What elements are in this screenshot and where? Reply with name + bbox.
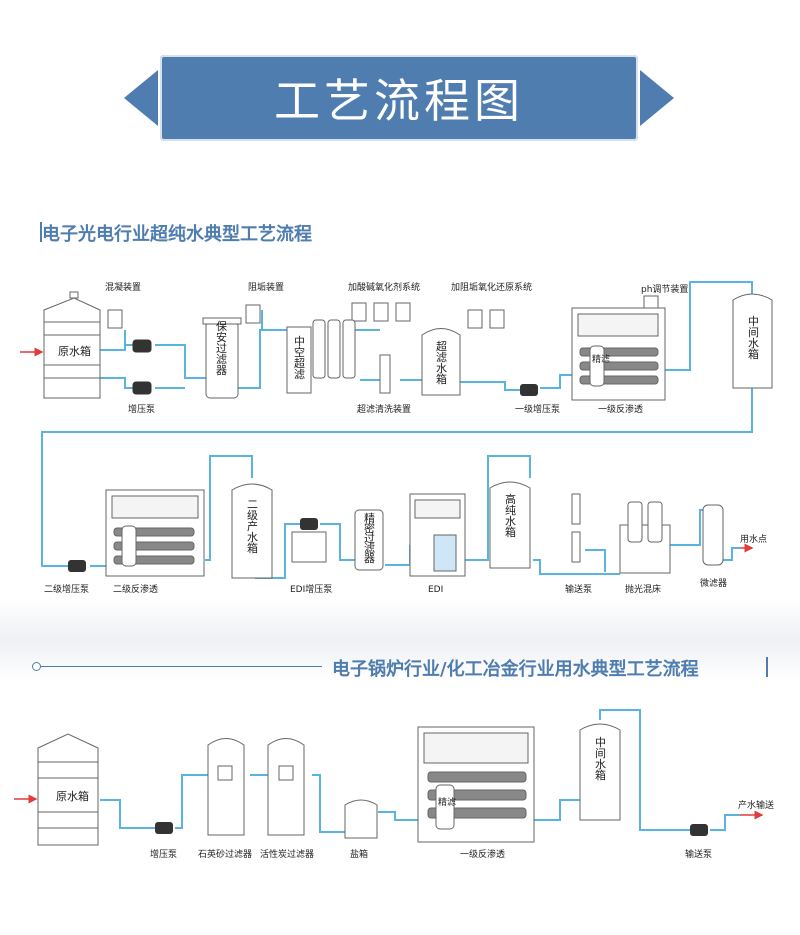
security-filter-label: 保安过滤器 (216, 319, 227, 377)
stage2-ro-unit (105, 489, 205, 577)
precise-filter (354, 509, 384, 571)
ph-label: ph调节装置 (641, 283, 688, 295)
carbon-filter-label: 活性炭过滤器 (260, 848, 314, 860)
section2-title: 电子锅炉行业/化工冶金行业用水典型工艺流程 (332, 659, 699, 680)
boost-pump-2 (155, 822, 173, 834)
raw-water-tank-2 (37, 733, 99, 846)
quartz-sand-filter (207, 738, 245, 836)
security-filter (202, 317, 242, 399)
mid-tank-label: 中间水箱 (748, 315, 759, 361)
hollow-uf-unit (286, 319, 356, 394)
stage1-pump-1 (520, 384, 538, 396)
banner-right-arrow (640, 70, 674, 126)
uf-tank-label: 超滤水箱 (436, 339, 447, 386)
mid-tank-2-label: 中间水箱 (595, 736, 606, 782)
transfer-pump-1-label: 输送泵 (565, 583, 592, 595)
edi-boost-box (291, 531, 327, 563)
transfer-pump-2-label: 输送泵 (685, 848, 712, 860)
uf-water-tank (421, 328, 461, 396)
section2-marker (766, 657, 768, 677)
stage1-pump-label: 一级增压泵 (515, 403, 560, 415)
title-banner: 工艺流程图 (160, 55, 638, 141)
raw-water-tank-2-label: 原水箱 (56, 789, 89, 803)
edi-unit (409, 493, 466, 577)
boost-pump-1-label: 增压泵 (128, 403, 155, 415)
boost-pump-2-label: 增压泵 (150, 848, 177, 860)
uf-clean-label: 超滤清洗装置 (357, 403, 411, 415)
page-title: 工艺流程图 (274, 74, 524, 128)
edi-label: EDI (428, 585, 443, 595)
middle-water-tank-2 (579, 723, 621, 821)
section2-line (40, 666, 322, 667)
stage1-ro-label: 一级反渗透 (598, 403, 643, 415)
uf-cleaning-device (379, 354, 391, 394)
pure-tank-label: 高纯水箱 (505, 492, 516, 539)
precise-filter-label: 精密过滤器 (364, 512, 375, 565)
activated-carbon-filter (267, 738, 305, 836)
edi-boost-pump (300, 518, 318, 530)
scale-label: 阻垢装置 (248, 281, 284, 293)
boost-pumps-1 (132, 339, 152, 395)
banner-left-arrow (124, 70, 158, 126)
micro-filter (702, 504, 724, 566)
use-point-label: 用水点 (740, 533, 767, 545)
stage2-tank-label: 二级产水箱 (247, 498, 258, 555)
quartz-filter-label: 石英砂过滤器 (198, 848, 252, 860)
dosing-label: 加酸碱氧化剂系统 (348, 281, 420, 293)
salt-tank (344, 799, 378, 839)
stage1-ro-unit-1 (571, 307, 666, 401)
polish-mixed-bed (619, 501, 671, 574)
stage2-ro-label: 二级反渗透 (113, 583, 158, 595)
raw-water-tank-1-label: 原水箱 (58, 344, 91, 358)
stage1-precise-label: 精滤 (592, 353, 610, 365)
middle-water-tank-1 (732, 293, 773, 389)
stage2-pump-label: 二级增压泵 (44, 583, 89, 595)
polish-bed-label: 抛光混床 (625, 583, 661, 595)
stage2-pump (68, 560, 86, 572)
stage1-precise-label-2: 精滤 (438, 796, 456, 808)
stage1-ro-2-label: 一级反渗透 (460, 848, 505, 860)
hollow-uf-label: 中空超滤 (294, 335, 305, 381)
micro-filter-label: 微滤器 (700, 577, 727, 589)
stage1-ro-unit-2 (417, 726, 535, 843)
antiscale-reduce-label: 加阻垢氧化还原系统 (451, 281, 532, 293)
salt-tank-label: 盐箱 (350, 848, 368, 860)
raw-water-tank-1 (43, 291, 101, 399)
mixer-label: 混凝装置 (105, 281, 141, 293)
section1-title: 电子光电行业超纯水典型工艺流程 (42, 224, 312, 245)
transfer-pumps-1 (571, 493, 581, 563)
stage2-water-tank (231, 483, 273, 579)
section1-marker (40, 222, 42, 242)
transfer-pump-2 (690, 824, 708, 836)
high-pure-water-tank (489, 481, 531, 569)
edi-pump-label: EDI增压泵 (290, 583, 332, 595)
output-label: 产水输送 (738, 799, 774, 811)
